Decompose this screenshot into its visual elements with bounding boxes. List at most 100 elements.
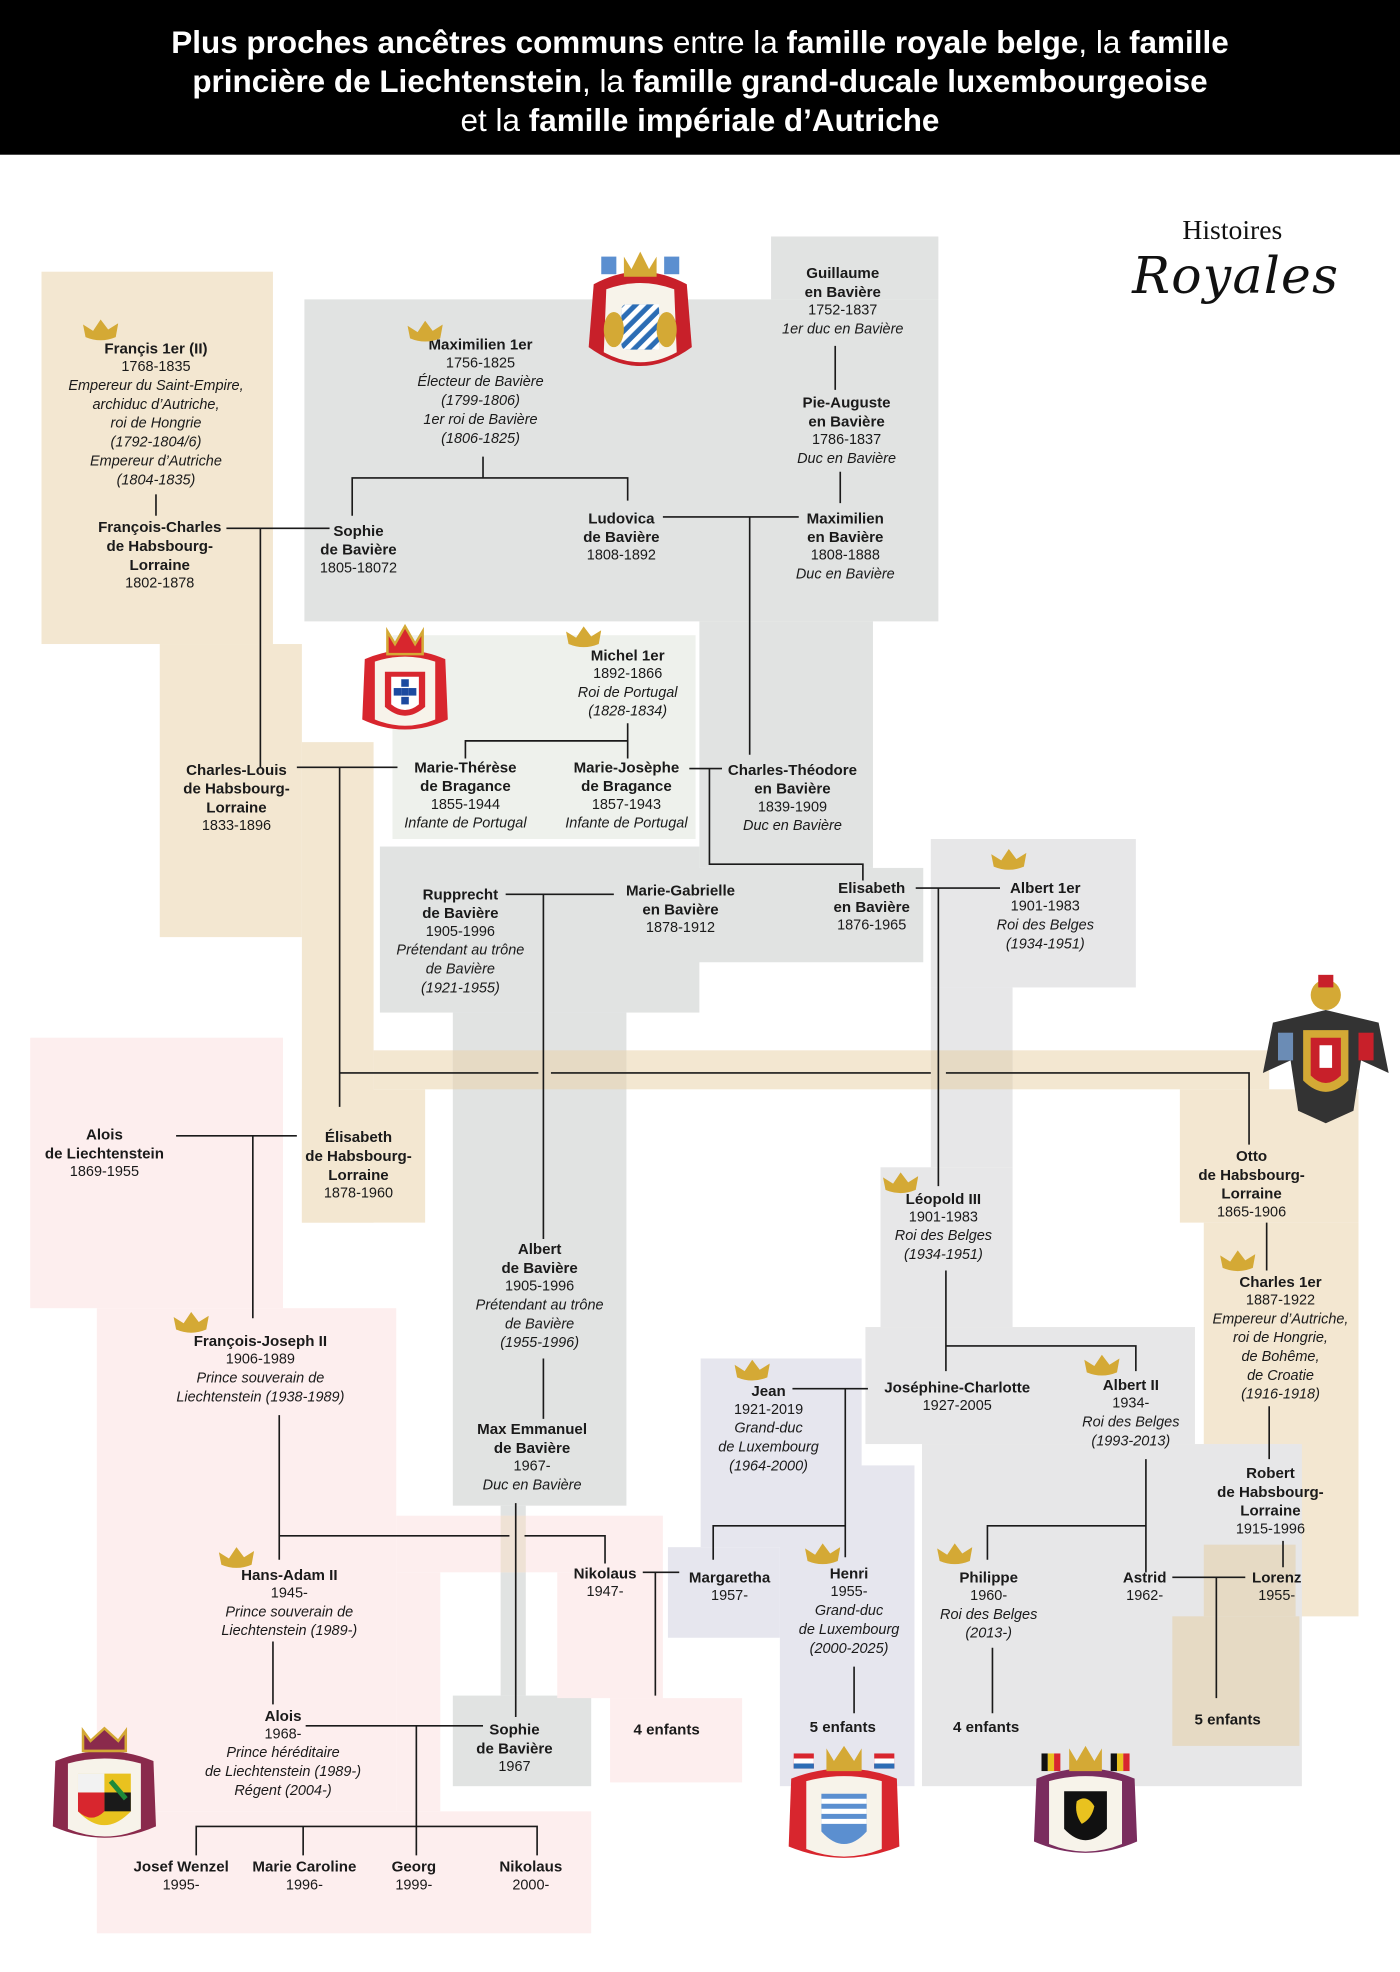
person-title: archiduc d’Autriche, xyxy=(92,397,220,413)
chart-title: Plus proches ancêtres communs entre la f… xyxy=(0,0,1400,155)
person-name: 5 enfants xyxy=(1194,1710,1261,1729)
bavaria-region xyxy=(699,621,873,868)
person-name: Georg xyxy=(391,1857,437,1876)
person-dates: 1876-1965 xyxy=(837,918,907,934)
austria-region xyxy=(301,1089,426,1223)
person-title: Empereur d’Autriche, xyxy=(1212,1311,1349,1328)
person-title: Roi de Portugal xyxy=(577,685,678,701)
person-dates: 2000- xyxy=(512,1877,550,1894)
person-name: de Habsbourg- xyxy=(305,1147,412,1165)
person-name: Josef Wenzel xyxy=(133,1857,229,1876)
person-name: de Bavière xyxy=(320,540,397,559)
person-name: en Bavière xyxy=(808,412,885,431)
crown-icon xyxy=(566,626,602,648)
person-name: Sophie xyxy=(333,522,384,540)
title-segment: famille grand-ducale luxembourgeoise xyxy=(632,64,1208,100)
person-name: de Bragance xyxy=(581,777,672,795)
person-dates: 1955- xyxy=(1258,1588,1296,1604)
title-segment: famille impériale d’Autriche xyxy=(528,103,940,139)
person-name: Françis 1er (II) xyxy=(104,339,208,358)
belgium-region xyxy=(930,838,1136,988)
person-title: Prince souverain de xyxy=(225,1605,354,1621)
connector xyxy=(505,893,614,1239)
person-name: Léopold III xyxy=(905,1189,982,1208)
person-name: de Bavière xyxy=(583,528,660,546)
person-name: en Bavière xyxy=(754,779,831,798)
person-title: Prétendant au trône xyxy=(475,1298,604,1314)
person-dates: 1915-1996 xyxy=(1235,1522,1306,1538)
person-name: Max Emmanuel xyxy=(477,1420,588,1438)
overlap-region xyxy=(500,1515,526,1573)
person-name: Lorraine xyxy=(1221,1184,1282,1203)
person-name: Charles 1er xyxy=(1239,1272,1322,1291)
person-title: Duc en Bavière xyxy=(482,1477,582,1494)
person-dates: 1905-1996 xyxy=(425,924,495,940)
liechtenstein-region xyxy=(557,1572,663,1699)
person-title: Roi des Belges xyxy=(940,1607,1038,1623)
person-title: Grand-duc xyxy=(734,1421,803,1437)
person-name: Charles-Louis xyxy=(186,761,287,779)
person-title: (1828-1834) xyxy=(588,704,668,720)
liechtenstein-region xyxy=(396,1572,441,1812)
person-name: Nikolaus xyxy=(499,1857,563,1876)
luxembourg-coat-of-arms-icon xyxy=(788,1745,900,1858)
bavaria-region xyxy=(452,1695,592,1787)
title-segment: famille xyxy=(1129,25,1229,61)
crown-icon xyxy=(734,1359,770,1381)
connector xyxy=(1172,1576,1246,1699)
person-name: Philippe xyxy=(959,1568,1019,1587)
person-dates: 1947- xyxy=(586,1584,624,1600)
person-name: en Bavière xyxy=(833,898,910,916)
person-title: (1804-1835) xyxy=(116,472,196,489)
connector xyxy=(689,767,864,881)
person-title: Roi des Belges xyxy=(894,1228,993,1245)
luxembourg-region xyxy=(667,1547,780,1638)
person-title: roi de Hongrie, xyxy=(1233,1330,1328,1346)
person-title: Roi des Belges xyxy=(1082,1415,1180,1431)
person-title: Roi des Belges xyxy=(996,918,1094,934)
person-name: de Liechtenstein xyxy=(44,1144,164,1163)
person-title: Infante de Portugal xyxy=(565,816,688,832)
connector xyxy=(195,1724,538,1856)
person-dates: 1901-1983 xyxy=(1010,899,1080,915)
belgium-coat-of-arms-icon xyxy=(1033,1745,1138,1853)
person-title: de Croatie xyxy=(1247,1368,1314,1384)
person-dates: 1857-1943 xyxy=(591,797,662,813)
title-segment: entre la xyxy=(664,25,787,61)
person-name: Elisabeth xyxy=(838,879,906,897)
person-name: Pie-Auguste xyxy=(802,393,891,412)
person-title: de Bohême, xyxy=(1241,1349,1320,1365)
person-dates: 1999- xyxy=(395,1877,433,1894)
person-dates: 1805-18072 xyxy=(319,561,398,577)
person-dates: 1934- xyxy=(1112,1396,1150,1412)
person-name: Henri xyxy=(829,1564,869,1583)
connector xyxy=(945,1270,1137,1372)
person-name: de Bavière xyxy=(501,1259,578,1277)
person-title: Régent (2004-) xyxy=(234,1783,332,1799)
person-title: Empereur du Saint-Empire, xyxy=(68,378,244,394)
person-dates: 1995- xyxy=(162,1877,200,1894)
person-node: 4 enfants xyxy=(953,1718,1019,1737)
person-title: Prince souverain de xyxy=(196,1371,325,1387)
person-name: 4 enfants xyxy=(633,1720,700,1739)
person-name: Maximilien 1er xyxy=(428,335,533,354)
person-dates: 1957- xyxy=(711,1588,749,1604)
person-name: Margaretha xyxy=(688,1568,771,1587)
